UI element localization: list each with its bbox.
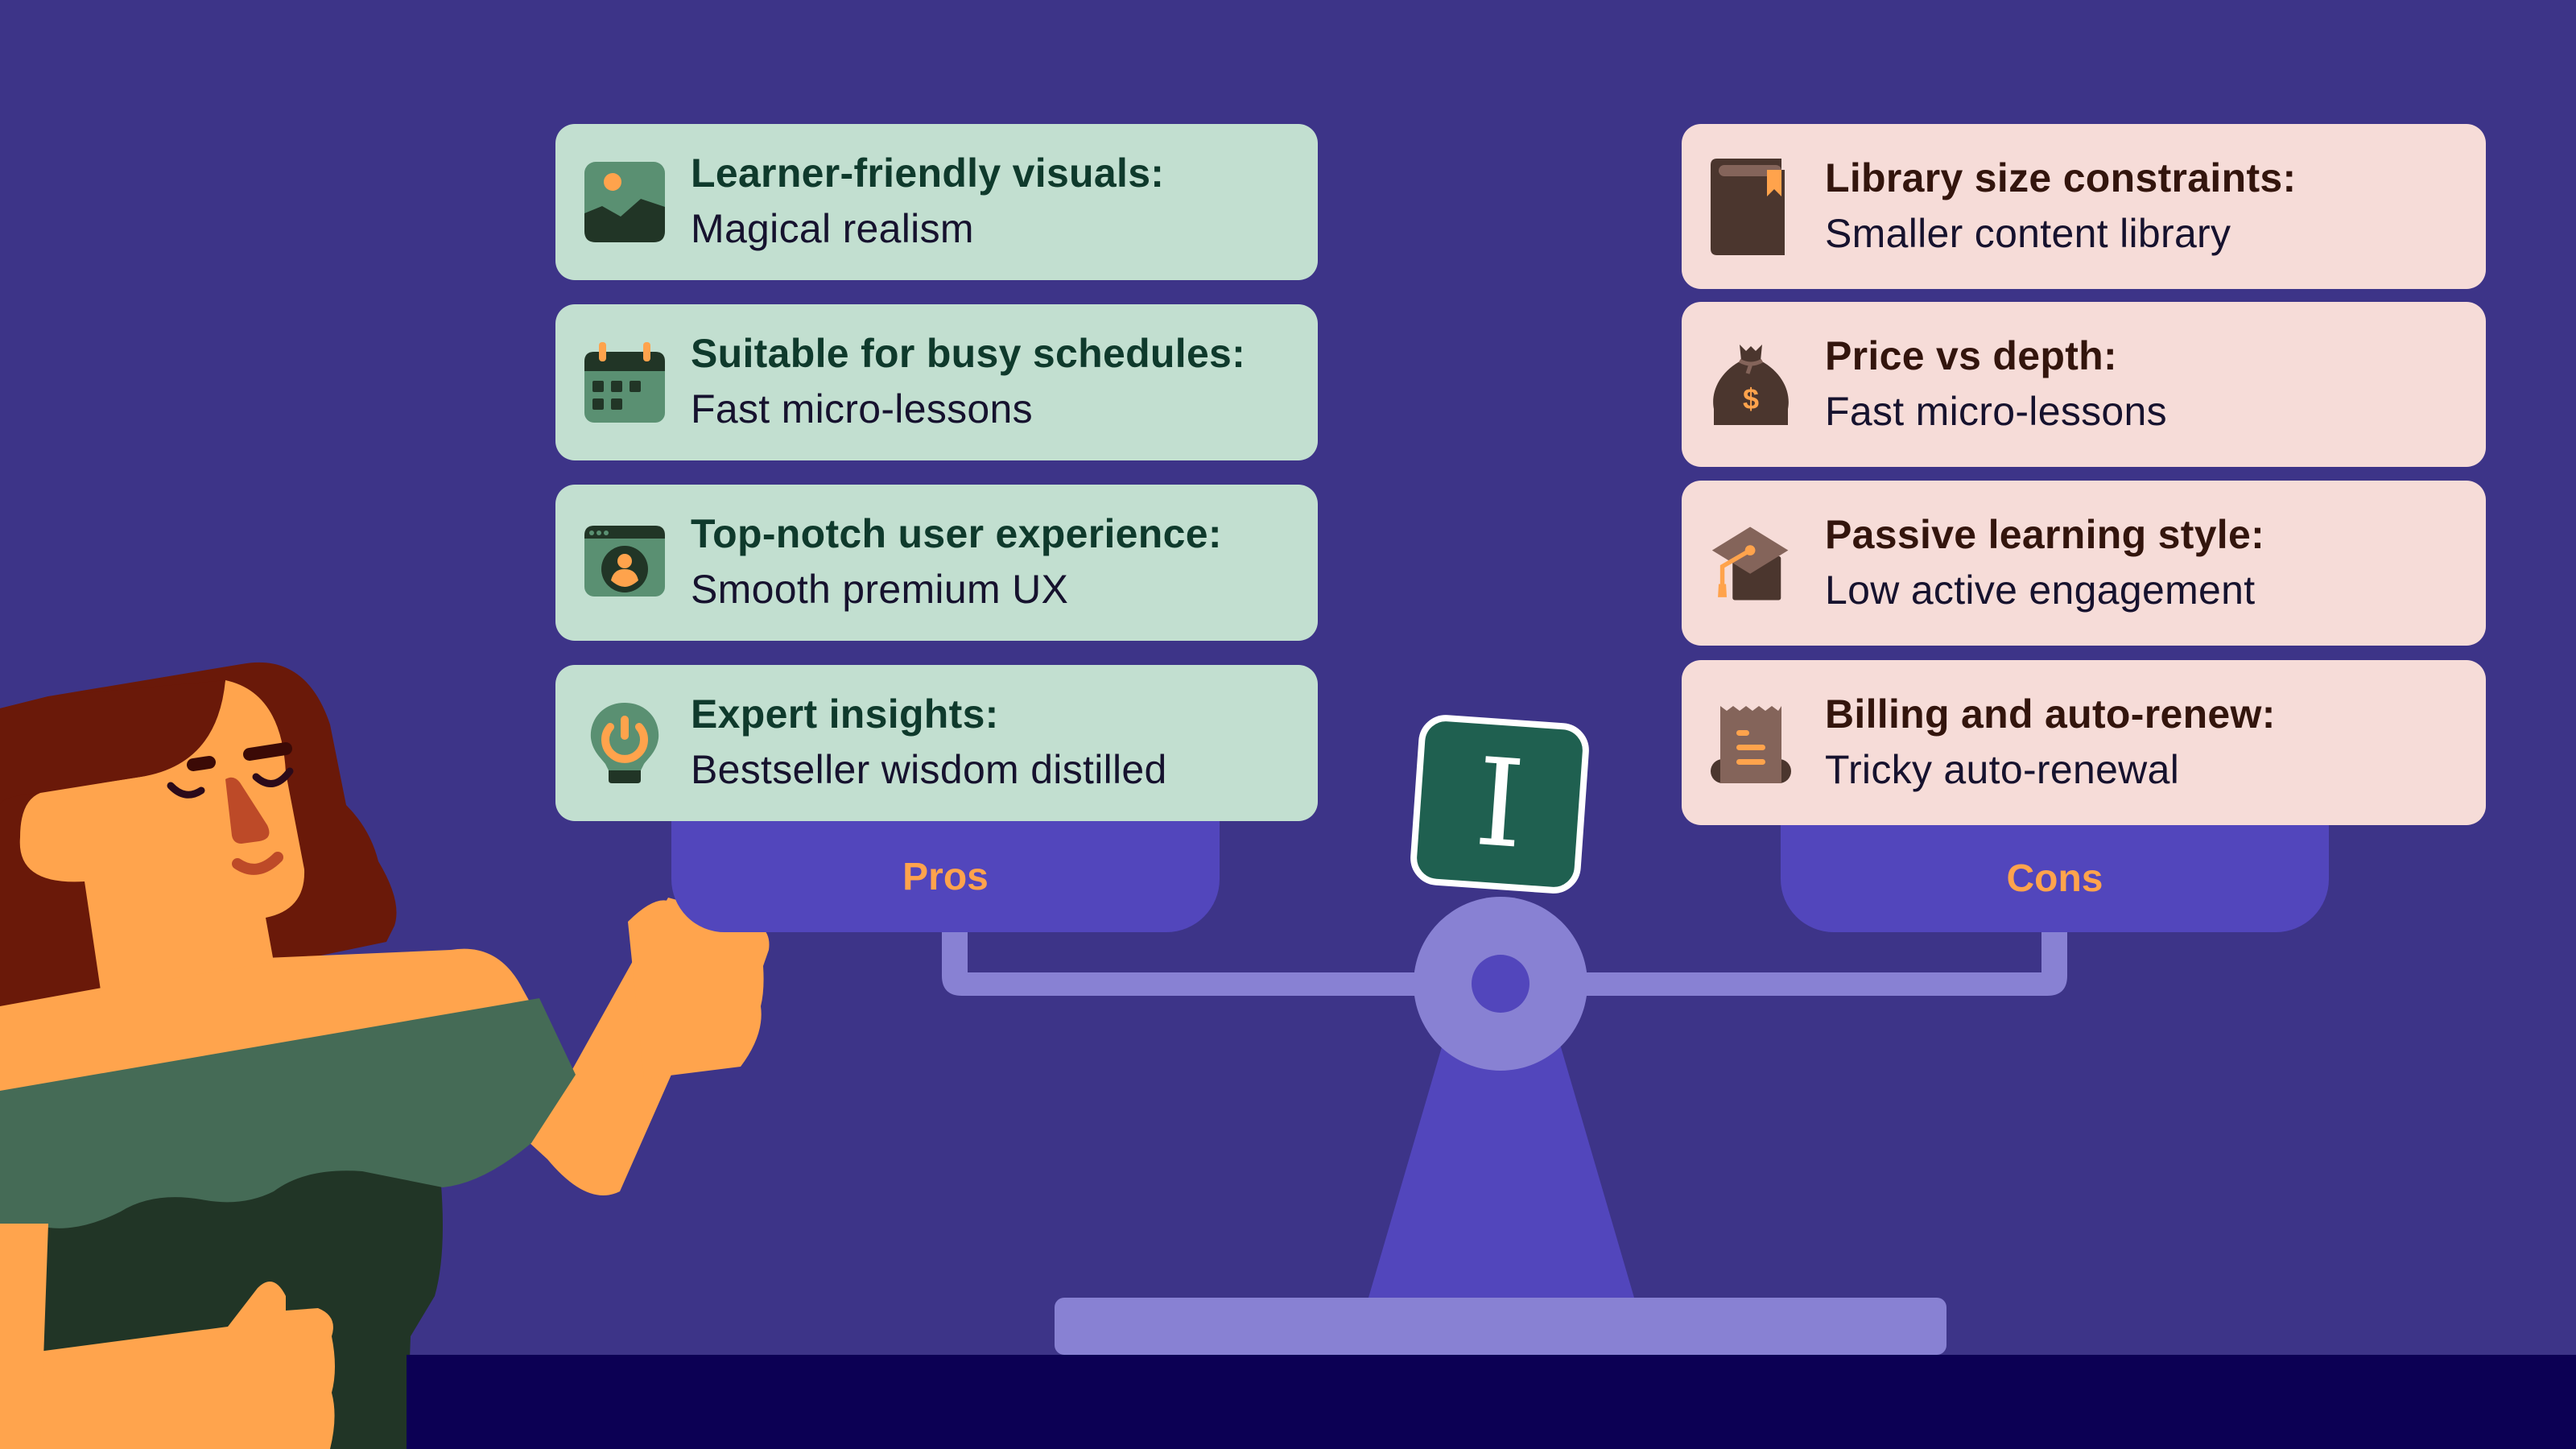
con-card: Passive learning style: Low active engag… xyxy=(1682,481,2486,646)
pros-label-tab: Pros xyxy=(671,821,1220,932)
pro-title: Learner-friendly visuals: xyxy=(691,151,1165,196)
pro-card: Learner-friendly visuals: Magical realis… xyxy=(555,124,1318,280)
con-card: $ Price vs depth: Fast micro-lessons xyxy=(1682,302,2486,467)
image-icon xyxy=(584,162,665,242)
pro-title: Top-notch user experience: xyxy=(691,511,1222,556)
cons-label-tab: Cons xyxy=(1781,824,2329,932)
book-icon xyxy=(1711,158,1785,255)
con-subtitle: Tricky auto-renewal xyxy=(1825,746,2180,792)
pro-card: Top-notch user experience: Smooth premiu… xyxy=(555,485,1318,641)
con-title: Library size constraints: xyxy=(1825,155,2297,200)
pro-subtitle: Fast micro-lessons xyxy=(691,386,1033,431)
graduation-cap-icon xyxy=(1711,526,1789,600)
pro-card: Expert insights: Bestseller wisdom disti… xyxy=(555,665,1318,821)
con-card: Library size constraints: Smaller conten… xyxy=(1682,124,2486,289)
con-subtitle: Low active engagement xyxy=(1825,567,2256,613)
calendar-icon xyxy=(584,342,665,423)
floor xyxy=(407,1355,2576,1449)
pro-title: Expert insights: xyxy=(691,691,999,737)
pro-subtitle: Magical realism xyxy=(691,206,974,251)
con-subtitle: Fast micro-lessons xyxy=(1825,388,2167,434)
con-title: Passive learning style: xyxy=(1825,511,2265,557)
svg-text:$: $ xyxy=(1743,382,1759,415)
logo-letter: I xyxy=(1471,733,1529,876)
con-title: Billing and auto-renew: xyxy=(1825,691,2276,737)
user-window-icon xyxy=(584,526,665,597)
pro-subtitle: Bestseller wisdom distilled xyxy=(691,747,1167,792)
con-title: Price vs depth: xyxy=(1825,332,2117,378)
lightbulb-icon xyxy=(590,703,659,783)
brand-logo-tile: I xyxy=(1408,712,1591,896)
con-card: Billing and auto-renew: Tricky auto-rene… xyxy=(1682,660,2486,825)
receipt-icon xyxy=(1711,705,1791,783)
money-bag-icon: $ xyxy=(1713,344,1789,425)
con-subtitle: Smaller content library xyxy=(1825,210,2231,256)
pro-card: Suitable for busy schedules: Fast micro-… xyxy=(555,304,1318,460)
pro-subtitle: Smooth premium UX xyxy=(691,567,1069,612)
pro-title: Suitable for busy schedules: xyxy=(691,331,1246,376)
